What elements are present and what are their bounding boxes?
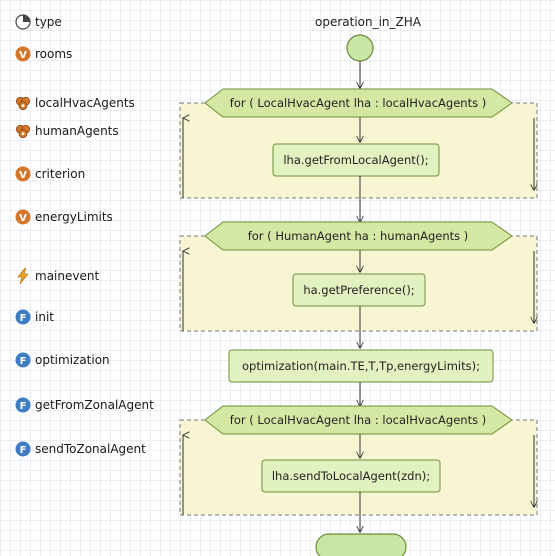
variable-label: init xyxy=(35,310,54,324)
variable-item-humanAgents[interactable]: humanAgents xyxy=(15,121,119,141)
function-icon: F xyxy=(15,309,31,325)
variable-item-mainevent[interactable]: mainevent xyxy=(15,266,99,286)
variable-label: localHvacAgents xyxy=(35,96,135,110)
action-optimization[interactable] xyxy=(228,349,494,383)
action-get-preference-text: ha.getPreference(); xyxy=(303,283,414,297)
type-icon xyxy=(15,14,31,30)
loop-header-2-text: for ( HumanAgent ha : humanAgents ) xyxy=(248,229,469,243)
variable-label: type xyxy=(35,15,62,29)
agent-population-icon xyxy=(15,123,31,139)
loop-block-human-agents[interactable]: for ( HumanAgent ha : humanAgents ) ha.g… xyxy=(179,221,538,332)
svg-text:F: F xyxy=(20,401,27,412)
function-icon: F xyxy=(15,441,31,457)
end-node[interactable] xyxy=(315,533,407,556)
variable-label: rooms xyxy=(35,47,73,61)
variable-label: criterion xyxy=(35,167,86,181)
variable-label: sendToZonalAgent xyxy=(35,442,146,456)
action-send-to-local-agent[interactable] xyxy=(261,459,441,493)
svg-text:F: F xyxy=(20,356,27,367)
loop-header-1-text: for ( LocalHvacAgent lha : localHvacAgen… xyxy=(230,96,486,110)
variable-item-localHvacAgents[interactable]: localHvacAgents xyxy=(15,93,135,113)
loop-header-3-text: for ( LocalHvacAgent lha : localHvacAgen… xyxy=(230,413,486,427)
action-send-to-local-agent-text: lha.sendToLocalAgent(zdn); xyxy=(272,469,430,483)
loop-block-local-hvac-1[interactable]: for ( LocalHvacAgent lha : localHvacAgen… xyxy=(179,88,538,199)
event-icon xyxy=(15,268,31,284)
svg-text:F: F xyxy=(20,313,27,324)
variable-icon: V xyxy=(15,209,31,225)
action-get-from-local-agent[interactable] xyxy=(272,143,440,177)
start-node[interactable] xyxy=(346,34,374,62)
svg-text:V: V xyxy=(19,170,27,181)
variable-icon: V xyxy=(15,166,31,182)
svg-text:F: F xyxy=(20,445,27,456)
variable-label: energyLimits xyxy=(35,210,113,224)
variable-label: getFromZonalAgent xyxy=(35,398,154,412)
loop-block-local-hvac-2[interactable]: for ( LocalHvacAgent lha : localHvacAgen… xyxy=(179,405,538,516)
loop-header-1[interactable] xyxy=(204,88,513,118)
svg-text:V: V xyxy=(19,213,27,224)
loop-header-2[interactable] xyxy=(204,221,513,251)
svg-text:V: V xyxy=(19,50,27,61)
action-get-preference[interactable] xyxy=(292,273,426,307)
variable-label: mainevent xyxy=(35,269,100,283)
diagram-title: operation_in_ZHA xyxy=(315,15,422,29)
function-icon: F xyxy=(15,352,31,368)
function-icon: F xyxy=(15,397,31,413)
variable-icon: V xyxy=(15,46,31,62)
variable-label: humanAgents xyxy=(35,124,119,138)
variable-label: optimization xyxy=(35,353,110,367)
variable-item-type[interactable]: type xyxy=(15,12,62,32)
action-get-from-local-agent-text: lha.getFromLocalAgent(); xyxy=(283,153,428,167)
agent-population-icon xyxy=(15,95,31,111)
action-optimization-text: optimization(main.TE,T,Tp,energyLimits); xyxy=(242,359,480,373)
loop-header-3[interactable] xyxy=(204,405,513,435)
